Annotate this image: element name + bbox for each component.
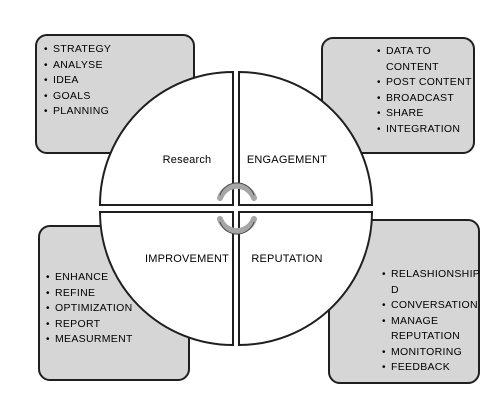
list-item: FEEDBACK [382, 360, 480, 376]
list-item: MEASURMENT [46, 332, 133, 348]
list-item: MANAGE REPUTATION [382, 314, 480, 345]
list-item: STRATEGY [44, 42, 111, 58]
list-item: MONITORING [382, 345, 480, 361]
quadrant-bottom-left [98, 211, 234, 347]
list-item: PLANNING [44, 104, 111, 120]
list-item: SHARE [377, 106, 477, 122]
list-item: POST CONTENT [377, 75, 477, 91]
quadrant-bottom-right [238, 211, 374, 347]
list-item: DATA TO CONTENT [377, 44, 477, 75]
content-box: DATA TO CONTENT POST CONTENT BROADCAST S… [321, 37, 475, 154]
list-item: ANALYSE [44, 58, 111, 74]
list-item: GOALS [44, 89, 111, 105]
quadrant-label-engagement: ENGAGEMENT [247, 154, 327, 166]
list-item: ENHANCE [46, 270, 133, 286]
list-item: RELASHIONSHIP D [382, 267, 480, 298]
quadrant-label-improvement: IMPROVEMENT [145, 253, 229, 265]
list-item: BROADCAST [377, 91, 477, 107]
list-item: INTEGRATION [377, 122, 477, 138]
list-item: REFINE [46, 286, 133, 302]
quadrant-label-research: Research [163, 154, 212, 166]
quadrant-top-left [98, 70, 234, 206]
quadrant-label-reputation: REPUTATION [251, 253, 322, 265]
list-item: REPORT [46, 317, 133, 333]
list-item: CONVERSATION [382, 298, 480, 314]
quadrant-top-right [238, 70, 374, 206]
cycle-arrow-icon [217, 182, 257, 235]
list-item: IDEA [44, 73, 111, 89]
list-item: OPTIMIZATION [46, 301, 133, 317]
